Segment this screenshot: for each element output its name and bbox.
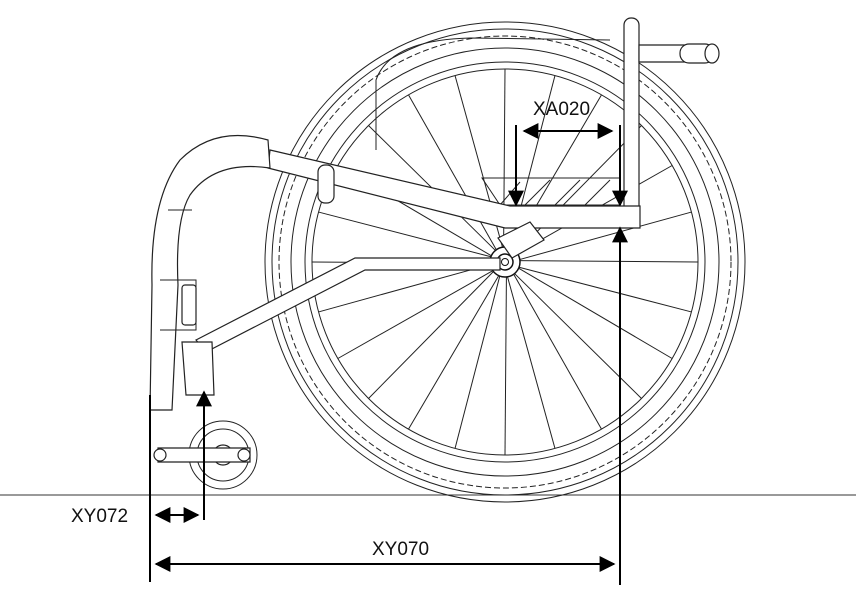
spoke (516, 265, 692, 313)
spoke (318, 211, 494, 259)
lower-frame (195, 257, 501, 353)
spoke (408, 272, 501, 430)
backrest-post (623, 17, 720, 219)
spoke (511, 271, 602, 430)
caster-assembly (153, 341, 258, 490)
dimension-xy072: XY072 (71, 506, 200, 527)
seat-sling (375, 37, 611, 150)
side-knob (317, 164, 335, 204)
spoke (516, 260, 699, 263)
label-xy072: XY072 (71, 506, 128, 527)
dimension-xy070: XY070 (154, 539, 616, 572)
spoke (337, 268, 496, 359)
spoke (318, 263, 494, 313)
label-xy070: XY070 (372, 539, 429, 560)
spoke (512, 271, 642, 399)
spoke (506, 273, 556, 449)
label-xa020: XA020 (533, 99, 590, 120)
spoke (408, 94, 499, 253)
spoke (516, 211, 692, 261)
rear-wheel (264, 21, 746, 503)
spoke (368, 269, 496, 399)
spoke (515, 266, 673, 359)
spoke (454, 273, 502, 449)
dimension-xa020: XA020 (508, 99, 628, 207)
spoke (504, 273, 507, 456)
